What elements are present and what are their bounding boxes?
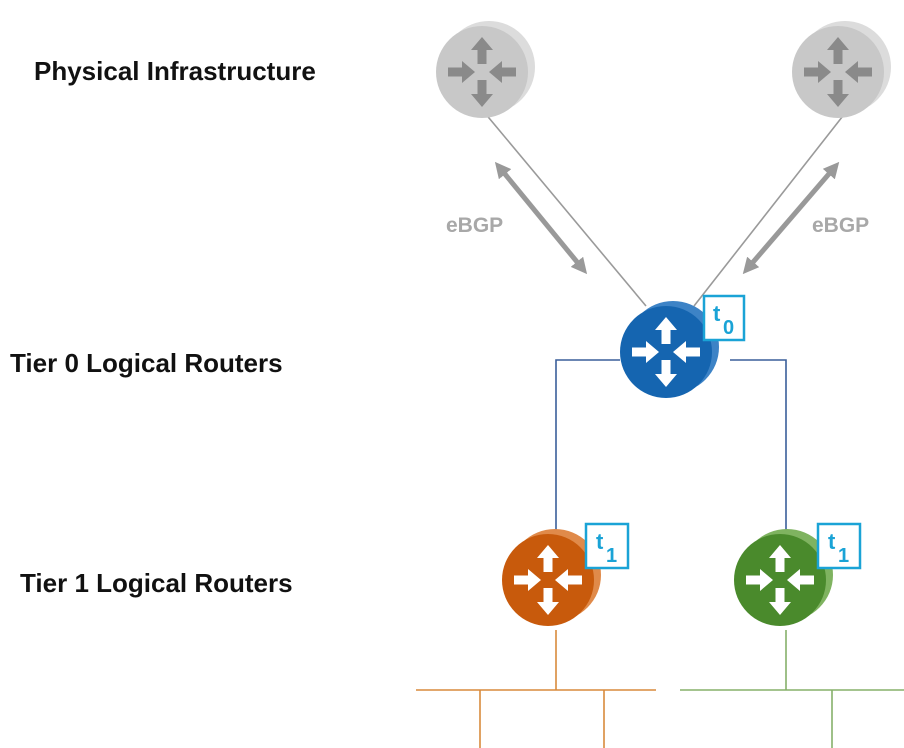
tier0-to-tier1-left-link (555, 359, 620, 530)
tier0-badge-letter: t (713, 301, 721, 326)
physical-router-right (792, 21, 891, 118)
tier0-badge-sub: 0 (723, 317, 734, 339)
router-arrows-icon (632, 317, 700, 387)
tier0-router (620, 301, 719, 398)
ebgp-label-left: eBGP (446, 214, 503, 237)
router-body (620, 306, 712, 398)
router-body (734, 534, 826, 626)
tier0-to-tier1-right-link (730, 359, 787, 530)
tier1-router-left (502, 529, 601, 626)
tier1-right-segment (680, 630, 904, 748)
router-arrows-icon (746, 545, 814, 615)
tier1-right-badge-letter: t (828, 529, 836, 554)
tier1-routers-label: Tier 1 Logical Routers (20, 568, 293, 598)
uplink-right (693, 111, 847, 307)
tier1-right-badge: t 1 (816, 522, 862, 570)
tier1-left-badge: t 1 (584, 522, 630, 570)
router-body (436, 26, 528, 118)
bgp-arrow-left (494, 161, 588, 275)
router-arrows-icon (514, 545, 582, 615)
tier1-left-badge-sub: 1 (606, 545, 617, 567)
uplink-left (483, 111, 647, 307)
tier1-router-right (734, 529, 833, 626)
router-arrows-icon (448, 37, 516, 107)
tier1-left-badge-letter: t (596, 529, 604, 554)
router-body (502, 534, 594, 626)
tier1-right-badge-sub: 1 (838, 545, 849, 567)
router-body (792, 26, 884, 118)
tier0-badge: t 0 (702, 294, 746, 342)
bgp-arrow-right (742, 161, 840, 275)
tier1-left-segment (416, 630, 656, 748)
router-arrows-icon (804, 37, 872, 107)
tier0-routers-label: Tier 0 Logical Routers (10, 348, 283, 378)
ebgp-label-right: eBGP (812, 214, 869, 237)
physical-infrastructure-label: Physical Infrastructure (34, 56, 316, 86)
physical-router-left (436, 21, 535, 118)
